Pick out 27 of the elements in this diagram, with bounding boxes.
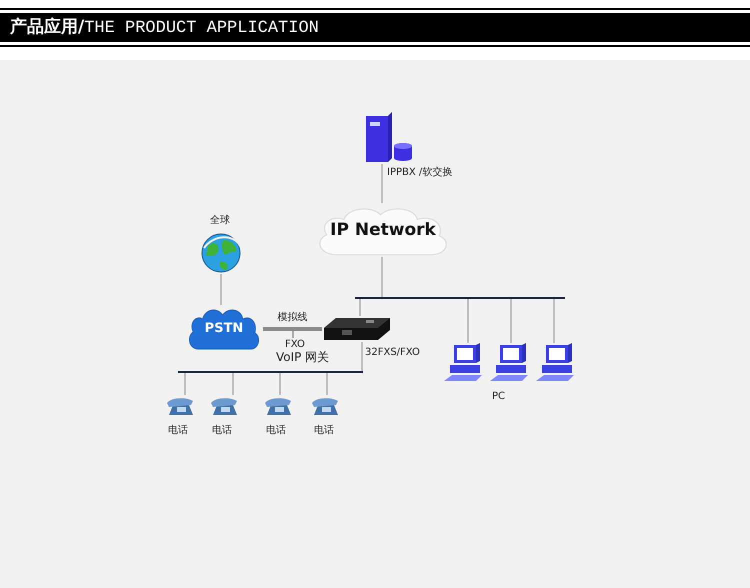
connector-line	[326, 372, 328, 396]
telephone-icon	[209, 395, 239, 417]
node-caption: 电话	[314, 424, 335, 437]
node-caption: 全球	[210, 214, 231, 227]
connector-line	[510, 298, 512, 344]
connector-line	[263, 327, 322, 331]
node-label: IP Network	[330, 220, 436, 240]
node-label: PSTN	[204, 320, 244, 336]
edge-label: 模拟线	[276, 311, 308, 324]
telephone-icon	[310, 395, 340, 417]
label-text: PC	[492, 390, 506, 403]
connector-line	[232, 372, 234, 396]
gateway-device-icon	[322, 316, 392, 342]
connector-line	[184, 372, 186, 396]
network-bus-line	[178, 371, 363, 373]
node-caption: 电话	[266, 424, 287, 437]
network-bus-line	[355, 297, 565, 299]
telephone-icon	[263, 395, 293, 417]
node-caption: 32FXS/FXO	[365, 346, 421, 359]
node-caption: IPPBX /软交换	[387, 166, 454, 179]
node-caption: 电话	[168, 424, 189, 437]
label-text: VoIP 网关	[276, 350, 330, 365]
label-text: FXO	[285, 338, 305, 351]
node-caption: 电话	[212, 424, 233, 437]
connector-line	[220, 274, 222, 306]
page-title: 产品应用/THE PRODUCT APPLICATION	[10, 17, 319, 39]
telephone-icon	[165, 395, 195, 417]
